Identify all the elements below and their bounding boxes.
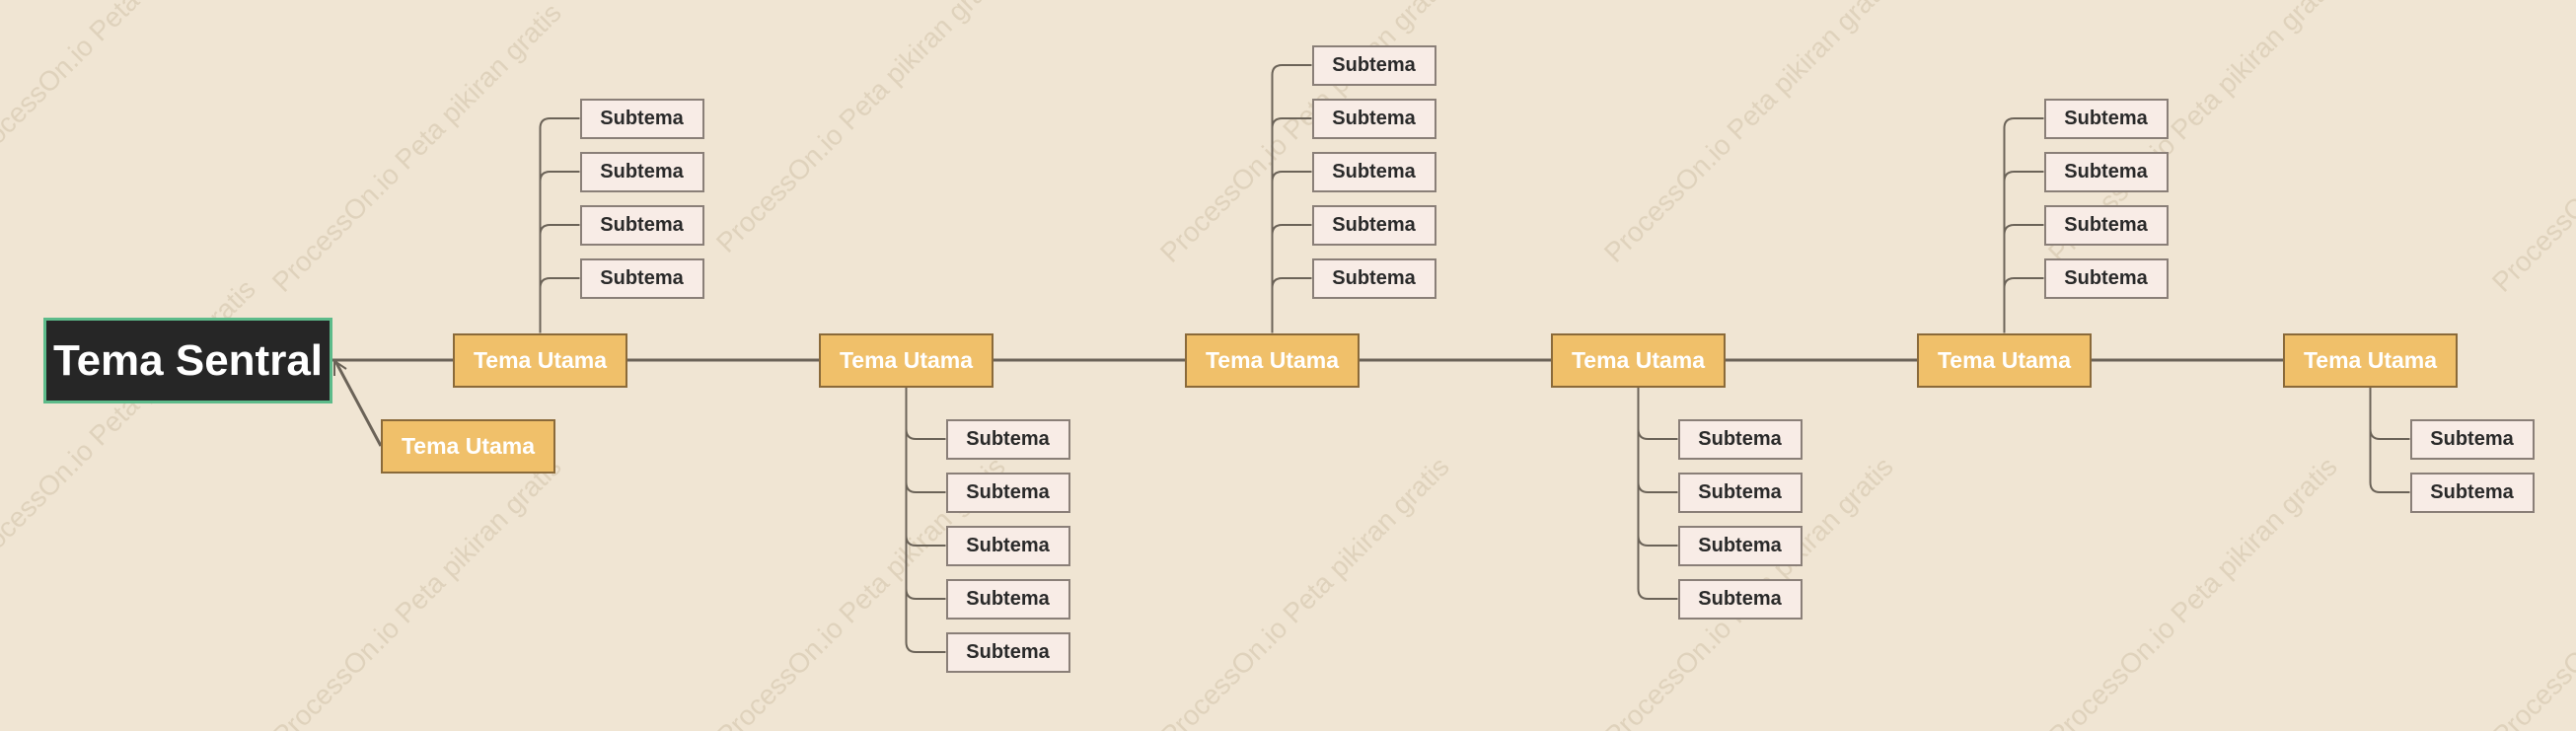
subtopic-3-4[interactable]: Subtema (1311, 204, 1436, 246)
subtopic-3-4-label: Subtema (1332, 213, 1416, 236)
main-topic-4-label: Tema Utama (1571, 346, 1706, 373)
subtopic-1-4-label: Subtema (600, 266, 684, 289)
subtopic-connector (1271, 171, 1312, 183)
main-topic-2-label: Tema Utama (839, 346, 974, 373)
subtopic-4-4-label: Subtema (1698, 587, 1782, 610)
subtopic-connector (905, 535, 946, 547)
subtopic-connector (1271, 117, 1312, 129)
main-topic-6-label: Tema Utama (2303, 346, 2438, 373)
main-topic-2[interactable]: Tema Utama (819, 332, 994, 388)
subtopic-connector (2003, 117, 2044, 129)
subtopic-5-1-label: Subtema (2064, 107, 2148, 129)
subtopic-5-4[interactable]: Subtema (2043, 257, 2169, 299)
subtopic-5-3-label: Subtema (2064, 213, 2148, 236)
subtopic-connector (2003, 171, 2044, 183)
subtopic-5-3[interactable]: Subtema (2043, 204, 2169, 246)
subtopic-connector (1637, 535, 1678, 547)
subtopic-3-5-label: Subtema (1332, 266, 1416, 289)
subtopic-3-1[interactable]: Subtema (1311, 44, 1436, 86)
main-topic-6[interactable]: Tema Utama (2283, 332, 2458, 388)
subtopic-2-2[interactable]: Subtema (945, 472, 1070, 513)
subtopic-2-2-label: Subtema (966, 480, 1050, 503)
subtopic-4-1-label: Subtema (1698, 427, 1782, 450)
subtopic-connector (905, 428, 946, 440)
subtopic-3-1-label: Subtema (1332, 53, 1416, 76)
main-topic-4[interactable]: Tema Utama (1551, 332, 1726, 388)
subtopic-connector (539, 224, 580, 236)
subtopic-1-4[interactable]: Subtema (579, 257, 704, 299)
subtopic-6-1-label: Subtema (2430, 427, 2514, 450)
subtopic-connector (1271, 64, 1312, 76)
subtopic-6-2-label: Subtema (2430, 480, 2514, 503)
subtopic-2-4-label: Subtema (966, 587, 1050, 610)
subtopic-6-2[interactable]: Subtema (2409, 472, 2535, 513)
subtopic-4-4[interactable]: Subtema (1677, 578, 1803, 620)
subtopic-connector (1271, 224, 1312, 236)
subtopic-connector (905, 641, 946, 653)
subtopic-1-3[interactable]: Subtema (579, 204, 704, 246)
subtopic-connector (2369, 428, 2410, 440)
subtopic-1-2-label: Subtema (600, 160, 684, 183)
subtopic-3-2[interactable]: Subtema (1311, 98, 1436, 139)
subtopic-connector (1637, 428, 1678, 440)
central-topic[interactable]: Tema Sentral (43, 318, 332, 403)
floating-topic[interactable]: Tema Utama (381, 419, 555, 474)
subtopic-2-5[interactable]: Subtema (945, 631, 1070, 673)
subtopic-2-5-label: Subtema (966, 640, 1050, 663)
subtopic-4-2[interactable]: Subtema (1677, 472, 1803, 513)
subtopic-connector (539, 171, 580, 183)
subtopic-connector (539, 277, 580, 289)
floating-topic-arrow-head (333, 360, 347, 376)
subtopic-1-2[interactable]: Subtema (579, 151, 704, 192)
subtopic-connector (539, 117, 580, 129)
subtopic-6-1[interactable]: Subtema (2409, 418, 2535, 460)
subtopic-3-5[interactable]: Subtema (1311, 257, 1436, 299)
subtopic-4-2-label: Subtema (1698, 480, 1782, 503)
subtopic-2-3-label: Subtema (966, 534, 1050, 556)
subtopic-connector (2003, 277, 2044, 289)
subtopic-2-1[interactable]: Subtema (945, 418, 1070, 460)
subtopic-1-3-label: Subtema (600, 213, 684, 236)
subtopic-connector (1637, 588, 1678, 600)
subtopic-5-2[interactable]: Subtema (2043, 151, 2169, 192)
subtopic-connector (2369, 481, 2410, 493)
main-topic-3-label: Tema Utama (1205, 346, 1340, 373)
subtopic-2-4[interactable]: Subtema (945, 578, 1070, 620)
main-topic-1-label: Tema Utama (473, 346, 608, 373)
subtopic-4-3-label: Subtema (1698, 534, 1782, 556)
subtopic-connector (905, 481, 946, 493)
subtopic-1-1[interactable]: Subtema (579, 98, 704, 139)
subtopic-connector (905, 588, 946, 600)
subtopic-2-1-label: Subtema (966, 427, 1050, 450)
central-topic-label: Tema Sentral (52, 335, 324, 385)
floating-topic-arrow-line (333, 360, 383, 447)
subtopic-connector (1637, 481, 1678, 493)
subtopic-5-2-label: Subtema (2064, 160, 2148, 183)
subtopic-3-3-label: Subtema (1332, 160, 1416, 183)
subtopic-2-3[interactable]: Subtema (945, 525, 1070, 566)
subtopic-5-1[interactable]: Subtema (2043, 98, 2169, 139)
floating-topic-label: Tema Utama (401, 433, 536, 459)
subtopic-1-1-label: Subtema (600, 107, 684, 129)
subtopic-3-3[interactable]: Subtema (1311, 151, 1436, 192)
subtopic-5-4-label: Subtema (2064, 266, 2148, 289)
main-topic-1[interactable]: Tema Utama (453, 332, 627, 388)
subtopic-4-1[interactable]: Subtema (1677, 418, 1803, 460)
main-topic-3[interactable]: Tema Utama (1185, 332, 1360, 388)
subtopic-3-2-label: Subtema (1332, 107, 1416, 129)
subtopic-connector (1271, 277, 1312, 289)
main-topic-5-label: Tema Utama (1937, 346, 2072, 373)
subtopic-4-3[interactable]: Subtema (1677, 525, 1803, 566)
subtopic-connector (2003, 224, 2044, 236)
main-topic-5[interactable]: Tema Utama (1917, 332, 2092, 388)
